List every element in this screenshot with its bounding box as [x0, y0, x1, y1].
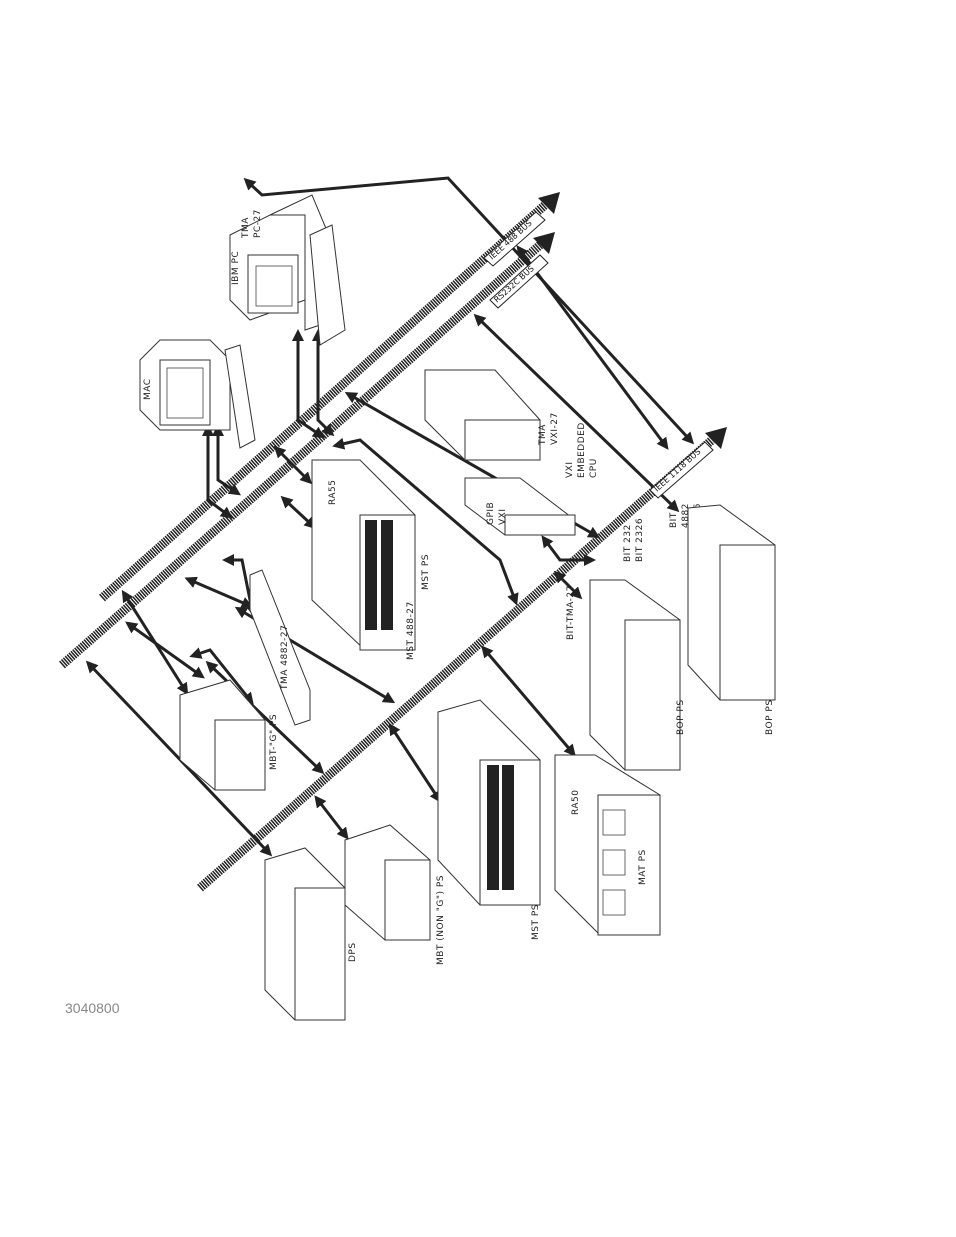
mst-ps-rack: MST PS	[437, 699, 541, 940]
figure-number: 3040800	[65, 1000, 120, 1016]
label-mst-ps-bottom: MST PS	[531, 904, 541, 940]
label-tma-4882: TMA 4882-27	[280, 625, 290, 691]
label-bop-ps-2: BOP PS	[765, 699, 775, 735]
label-bop-ps-1: BOP PS	[676, 699, 686, 735]
label-ibm-pc: IBM PC	[231, 251, 241, 285]
bus-label-ieee1118: IEEE 1118 BUS	[652, 447, 702, 493]
label-bit-tma: BIT-TMA-27	[566, 585, 576, 640]
bop-ps-1: BOP PS	[589, 579, 686, 771]
tma-4882: TMA 4882-27	[249, 569, 311, 726]
label-ra50: RA50	[571, 790, 581, 816]
label-mbt-non-g: MBT (NON "G") PS	[436, 875, 446, 965]
ra50-rack: RA50 MAT PS	[554, 754, 661, 936]
mbt-g-ps: MBT-"G" PS	[179, 679, 279, 791]
label-mst-ps-top: MST PS	[421, 554, 431, 590]
label-mat-ps: MAT PS	[638, 849, 648, 885]
connection-lines	[85, 176, 695, 857]
label-dps: DPS	[348, 942, 358, 962]
label-mst-488: MST 488-27	[406, 601, 416, 660]
dps: DPS	[264, 847, 358, 1021]
bus-rs232c: RS232C BUS	[59, 232, 555, 669]
label-mac: MAC	[143, 378, 153, 400]
mac: MAC	[139, 339, 256, 449]
bop-ps-2: BOP PS	[687, 504, 776, 735]
bus-label-ieee488: IEEE 488 BUS	[487, 218, 533, 261]
label-ra55: RA55	[328, 480, 338, 506]
label-mbt-g: MBT-"G" PS	[269, 714, 279, 770]
mbt-non-g-ps: MBT (NON "G") PS	[344, 824, 446, 965]
ra55-rack: RA55 MST PS MST 488-27	[311, 459, 431, 660]
